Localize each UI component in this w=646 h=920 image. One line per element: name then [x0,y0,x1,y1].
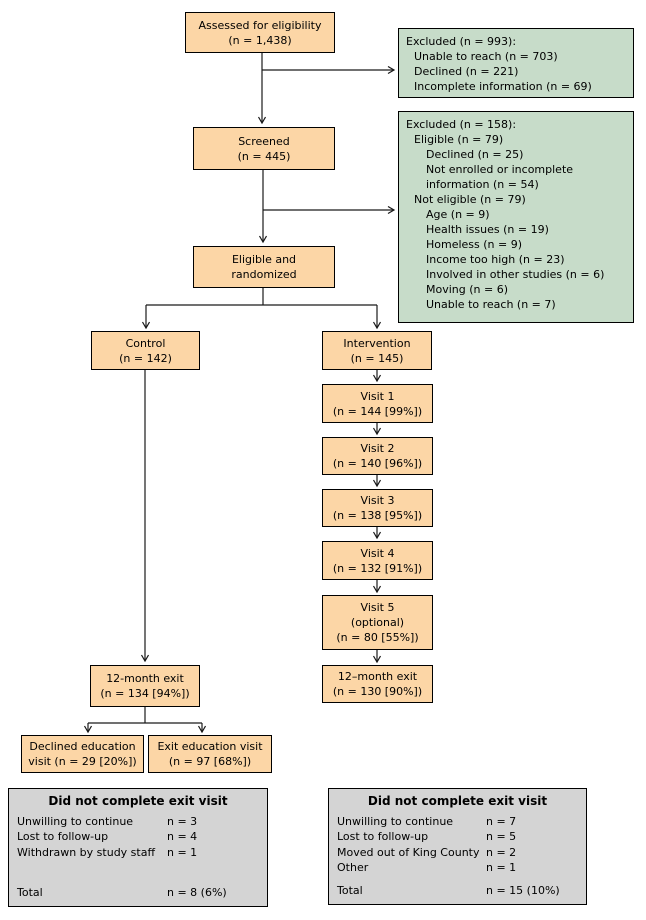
total-value: n = 15 (10%) [486,883,560,897]
row-value: n = 1 [486,861,517,874]
note-line: Involved in other studies (n = 6) [426,268,605,281]
row-label: Withdrawn by study staff [17,845,156,859]
box-line: Eligible and [231,253,297,266]
box-intervention-arm: Intervention (n = 145) [322,331,432,370]
row-value: n = 5 [486,830,517,843]
box-line: Visit 1 [360,389,395,403]
box-visit-4: Visit 4 (n = 132 [91%]) [322,541,433,580]
note-line: Incomplete information (n = 69) [414,80,592,93]
box-line: Visit 5 [360,601,395,614]
box-line: Declined education [29,740,136,753]
note-line: Excluded (n = 158): [406,118,517,131]
dropout-table-control: Did not complete exit visit Unwilling to… [8,788,268,907]
table-row: Lost to follow-up n = 4 [17,829,259,845]
box-screened: Screened (n = 445) [193,127,335,170]
row-value: n = 7 [486,814,517,828]
box-line: Visit 4 [360,546,395,560]
table-row: Unwilling to continue n = 3 [17,814,259,830]
note-excluded-screening: Excluded (n = 993): Unable to reach (n =… [398,28,634,98]
box-line: (optional) [350,616,405,629]
box-exit-education-visit: Exit education visit (n = 97 [68%]) [148,735,272,773]
row-value: n = 4 [167,830,198,843]
box-line: visit (n = 29 [20%]) [28,755,137,768]
table-row: Moved out of King County n = 2 [337,845,578,861]
box-line: (n = 445) [237,149,291,163]
box-12-month-exit-control: 12-month exit (n = 134 [94%]) [90,665,200,707]
spacer [337,876,578,883]
box-line: Visit 3 [360,494,395,507]
note-line: Homeless (n = 9) [426,238,523,251]
table-row: Other n = 1 [337,860,578,876]
table-row: Withdrawn by study staff n = 1 [17,845,259,861]
table-total-row: Total n = 8 (6%) [17,885,259,901]
spacer [17,860,259,885]
box-line: (n = 138 [95%]) [332,509,423,522]
note-line: Unable to reach (n = 7) [426,298,556,311]
row-label: Unwilling to continue [17,814,134,828]
box-visit-3: Visit 3 (n = 138 [95%]) [322,489,433,527]
total-label: Total [337,883,363,897]
row-value: n = 2 [486,845,517,859]
box-assessed-for-eligibility: Assessed for eligibility (n = 1,438) [185,12,335,53]
row-label: Moved out of King County [337,845,480,859]
note-line: Excluded (n = 993): [406,35,517,48]
box-line: (n = 97 [68%]) [168,755,252,768]
box-12-month-exit-intervention: 12–month exit (n = 130 [90%]) [322,665,433,703]
box-control-arm: Control (n = 142) [91,331,200,370]
box-line: Intervention [343,336,411,350]
box-line: (n = 130 [90%]) [332,685,423,698]
box-line: 12-month exit [106,672,184,685]
note-line: Income too high (n = 23) [426,253,565,266]
total-value: n = 8 (6%) [167,885,227,899]
box-line: 12–month exit [337,670,418,683]
note-line: Eligible (n = 79) [414,133,504,146]
box-line: (n = 1,438) [228,33,292,47]
note-line: Unable to reach (n = 703) [414,50,558,63]
box-line: randomized [231,268,297,281]
row-label: Other [337,861,369,874]
box-line: (n = 144 [99%]) [332,404,423,418]
box-visit-5-optional: Visit 5 (optional) (n = 80 [55%]) [322,595,433,650]
box-line: Exit education visit [157,740,263,753]
dropout-table-intervention: Did not complete exit visit Unwilling to… [328,788,587,905]
note-line: Not eligible (n = 79) [414,193,526,206]
box-declined-education-visit: Declined education visit (n = 29 [20%]) [21,735,144,773]
note-line: Declined (n = 25) [426,148,524,161]
note-excluded-eligibility: Excluded (n = 158): Eligible (n = 79) De… [398,111,634,323]
note-line: Health issues (n = 19) [426,223,549,236]
box-line: (n = 132 [91%]) [332,561,423,575]
box-line: (n = 140 [96%]) [332,457,423,470]
box-line: (n = 145) [350,351,404,365]
box-line: (n = 80 [55%]) [336,631,419,644]
table-total-row: Total n = 15 (10%) [337,883,578,899]
box-line: Assessed for eligibility [198,18,322,32]
row-value: n = 1 [167,845,198,859]
table-row: Lost to follow-up n = 5 [337,829,578,845]
row-label: Unwilling to continue [337,814,454,828]
box-line: Screened [238,134,290,148]
box-line: Visit 2 [360,442,395,455]
row-value: n = 3 [167,814,198,828]
dropout-table-title: Did not complete exit visit [367,794,548,808]
note-line: Declined (n = 221) [414,65,519,78]
row-label: Lost to follow-up [337,830,429,843]
note-line: Not enrolled or incomplete information (… [426,163,574,191]
note-line: Age (n = 9) [426,208,490,221]
total-label: Total [17,885,43,899]
box-line: (n = 134 [94%]) [100,687,190,700]
dropout-table-title: Did not complete exit visit [48,794,228,808]
box-line: (n = 142) [119,351,172,365]
box-visit-1: Visit 1 (n = 144 [99%]) [322,384,433,423]
row-label: Lost to follow-up [17,830,109,843]
table-row: Unwilling to continue n = 7 [337,814,578,830]
box-visit-2: Visit 2 (n = 140 [96%]) [322,437,433,475]
box-eligible-and-randomized: Eligible and randomized [193,246,335,288]
box-line: Control [125,336,166,350]
note-line: Moving (n = 6) [426,283,509,296]
